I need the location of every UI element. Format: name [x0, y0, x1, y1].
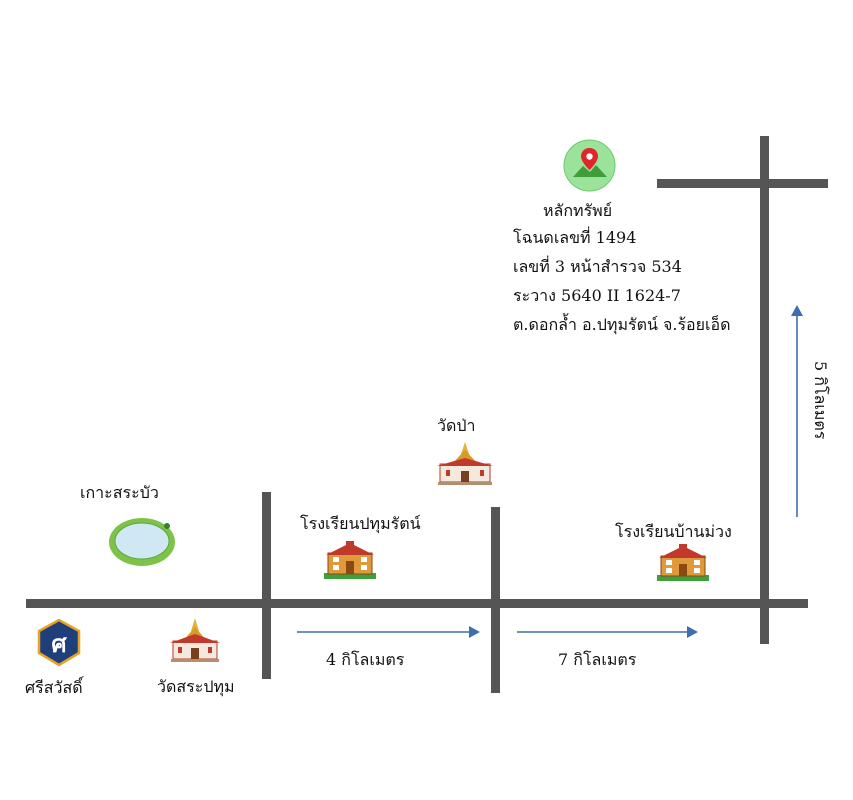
location-pin-icon[interactable]: [563, 139, 616, 192]
main-road-horizontal: [26, 599, 808, 608]
distance-label-1: 4 กิโลเมตร: [326, 650, 405, 669]
distance-arrow-1: [297, 626, 480, 638]
school-icon[interactable]: [657, 543, 709, 581]
pond-icon[interactable]: [108, 516, 176, 568]
north-road-vertical: [760, 136, 769, 644]
school-pathum-label: โรงเรียนปทุมรัตน์: [300, 514, 421, 533]
distance-vertical-label: 5 กิโลเมตร: [811, 361, 830, 440]
sri-sawat-label: ศรีสวัสดิ์: [25, 678, 83, 697]
survey-number: เลขที่ 3 หน้าสำรวจ 534: [513, 257, 682, 276]
temple-sapathum-label: วัดสระปทุม: [157, 677, 235, 696]
school-banmuang-label: โรงเรียนบ้านม่วง: [615, 522, 732, 541]
school-icon[interactable]: [324, 539, 376, 579]
distance-label-2: 7 กิโลเมตร: [558, 650, 637, 669]
property-title: หลักทรัพย์: [543, 201, 613, 220]
north-direction-arrow: [791, 305, 803, 517]
island-label: เกาะสระบัว: [80, 483, 159, 502]
survey-sheet: ระวาง 5640 II 1624-7: [513, 286, 681, 305]
property-location: ต.ดอกล้ำ อ.ปทุมรัตน์ จ.ร้อยเอ็ด: [513, 315, 731, 334]
sri-sawat-logo-icon[interactable]: ศ: [37, 618, 81, 667]
temple-icon[interactable]: [434, 440, 496, 486]
distance-arrow-2: [517, 626, 698, 638]
svg-text:ศ: ศ: [51, 630, 67, 658]
cross-road-2: [491, 507, 500, 693]
deed-number: โฉนดเลขที่ 1494: [513, 228, 637, 247]
property-details: โฉนดเลขที่ 1494 เลขที่ 3 หน้าสำรวจ 534 ร…: [513, 223, 731, 339]
temple-forest-label: วัดป่า: [437, 416, 476, 435]
temple-icon[interactable]: [169, 617, 221, 663]
cross-road-1: [262, 492, 271, 679]
north-road-horizontal: [657, 179, 828, 188]
